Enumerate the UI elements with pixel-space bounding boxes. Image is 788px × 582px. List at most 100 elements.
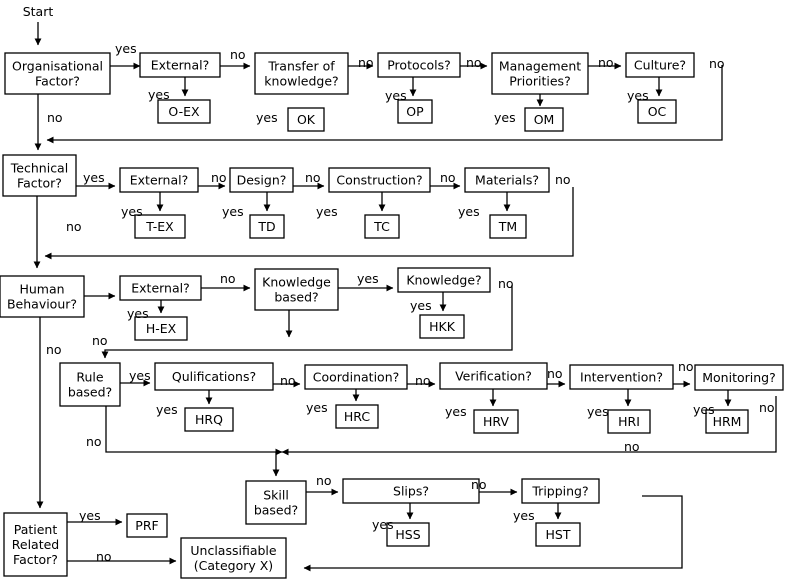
node-text: Management xyxy=(499,59,581,74)
node-text: TM xyxy=(498,219,517,234)
node-box xyxy=(328,167,431,193)
node-text: Knowledge? xyxy=(406,273,481,288)
no-label: no xyxy=(415,373,431,388)
no-label: no xyxy=(471,477,487,492)
node-text: OK xyxy=(297,112,316,127)
node-box xyxy=(705,409,749,434)
node-tripping: Tripping? xyxy=(521,478,600,504)
node-hrv: HRV xyxy=(473,409,519,434)
node-box xyxy=(59,362,121,407)
no-label: no xyxy=(358,55,374,70)
node-om: OM xyxy=(524,107,564,132)
node-tc: TC xyxy=(364,214,400,239)
node-hkk: HKK xyxy=(419,314,465,339)
node-intervention: Intervention? xyxy=(569,364,674,390)
node-text: based? xyxy=(254,503,298,518)
node-coordination: Coordination? xyxy=(304,364,408,390)
yes-label: yes xyxy=(627,88,649,103)
node-box xyxy=(397,99,433,124)
node-text: Rule xyxy=(76,370,104,385)
node-text: Behaviour? xyxy=(7,297,77,312)
no-label: no xyxy=(46,342,62,357)
node-box xyxy=(694,364,784,391)
node-text: OM xyxy=(534,112,555,127)
yes-label: yes xyxy=(494,110,516,125)
yes-label: yes xyxy=(83,170,105,185)
node-box xyxy=(180,537,287,579)
node-box xyxy=(397,267,491,293)
node-box xyxy=(254,268,339,311)
connector-arrow xyxy=(101,285,513,359)
node-td: TD xyxy=(249,214,285,239)
connector-arrow xyxy=(105,406,283,456)
node-box xyxy=(607,409,651,434)
node-box xyxy=(134,214,186,239)
node-box xyxy=(386,522,430,547)
connector-arrow xyxy=(46,65,723,144)
node-tex: T-EX xyxy=(134,214,186,239)
node-box xyxy=(419,314,465,339)
node-verification: Verification? xyxy=(439,362,548,390)
node-ok: OK xyxy=(287,107,325,132)
node-text: TC xyxy=(373,219,390,234)
yes-label: yes xyxy=(410,298,432,313)
node-text: Materials? xyxy=(475,173,539,188)
node-materials: Materials? xyxy=(464,167,550,193)
yes-label: yes xyxy=(129,368,151,383)
node-text: Priorities? xyxy=(509,74,570,89)
node-text: HRQ xyxy=(195,412,223,427)
node-prf: PRF xyxy=(126,513,168,538)
node-text: PRF xyxy=(135,518,158,533)
node-text: External? xyxy=(130,173,189,188)
node-box xyxy=(119,275,202,301)
node-text: Unclassifiable xyxy=(190,543,277,558)
no-label: no xyxy=(220,271,236,286)
node-box xyxy=(229,167,294,193)
node-box xyxy=(377,52,461,78)
no-label: no xyxy=(678,359,694,374)
node-box xyxy=(521,478,600,504)
yes-label: yes xyxy=(148,87,170,102)
node-text: Transfer of xyxy=(267,59,335,74)
node-text: External? xyxy=(151,58,210,73)
no-label: no xyxy=(759,400,775,415)
node-text: Human xyxy=(19,282,64,297)
node-text: O-EX xyxy=(168,104,200,119)
no-label: no xyxy=(316,473,332,488)
node-slips: Slips? xyxy=(342,478,480,504)
no-label: no xyxy=(66,219,82,234)
node-text: HSS xyxy=(395,527,420,542)
node-qualifications: Qulifications? xyxy=(154,362,274,391)
no-label: no xyxy=(624,439,640,454)
node-text: HST xyxy=(546,527,571,542)
yes-label: yes xyxy=(458,204,480,219)
node-text: Tripping? xyxy=(531,484,588,499)
node-protocols: Protocols? xyxy=(377,52,461,78)
yes-label: yes xyxy=(445,404,467,419)
node-text: knowledge? xyxy=(264,74,338,89)
node-box xyxy=(569,364,674,390)
yes-label: yes xyxy=(372,517,394,532)
no-label: no xyxy=(230,47,246,62)
node-box xyxy=(154,362,274,391)
node-text: External? xyxy=(131,281,190,296)
node-box xyxy=(637,99,677,124)
node-text: OC xyxy=(648,104,667,119)
yes-label: yes xyxy=(693,402,715,417)
node-box xyxy=(625,52,695,78)
no-label: no xyxy=(555,172,571,187)
node-text: HRM xyxy=(713,414,742,429)
connector-arrow xyxy=(303,495,683,572)
node-text: Organisational xyxy=(12,59,103,74)
start-label: Start xyxy=(23,4,54,19)
node-text: Knowledge xyxy=(262,275,331,290)
node-box xyxy=(134,316,188,341)
node-hst: HST xyxy=(535,522,581,547)
node-text: Construction? xyxy=(336,173,422,188)
no-label: no xyxy=(92,333,108,348)
